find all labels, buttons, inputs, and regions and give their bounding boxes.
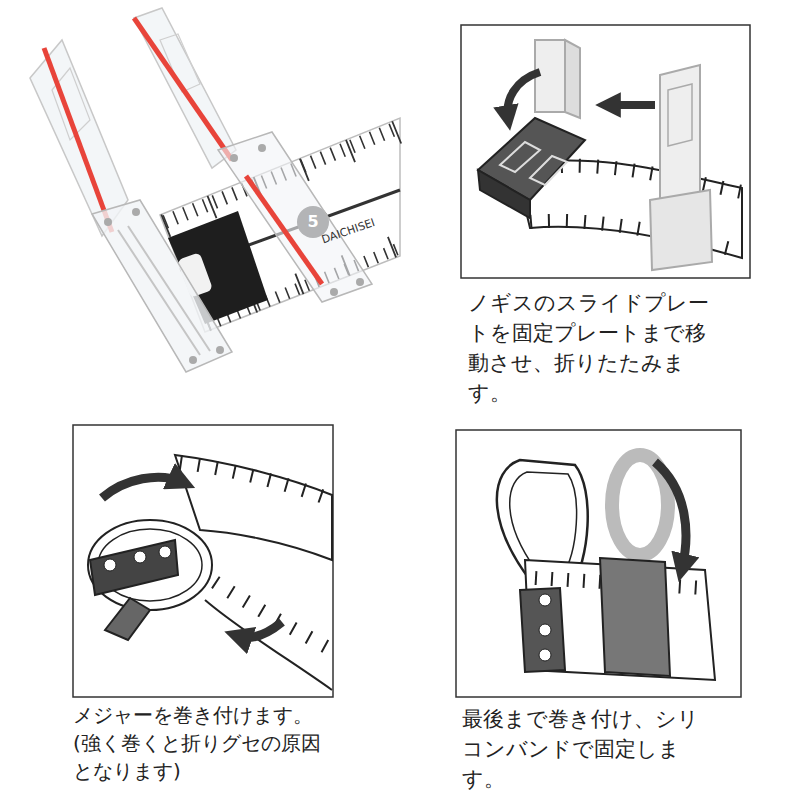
product-photo-part: [134, 18, 232, 160]
fold-step-panel-part: [478, 170, 530, 218]
product-photo-part: [216, 346, 224, 354]
band-step-panel-part: [539, 624, 551, 636]
band-step-panel-part: [539, 649, 551, 661]
product-photo-part: [230, 154, 238, 162]
wind-step-panel-part: [104, 559, 116, 571]
wind-step-panel-part: [134, 551, 146, 563]
band-step-panel-part: [655, 462, 686, 568]
product-photo-part: [189, 356, 197, 364]
fold-step-panel-part: [500, 142, 540, 172]
wind-step-panel-part: [205, 600, 332, 690]
product-photo-part: [30, 40, 128, 236]
wind-step-panel-part: [88, 520, 212, 610]
wind-step-panel-part: [102, 477, 182, 498]
product-photo-part: [132, 208, 140, 216]
step-note: (強く巻くと折りグセの原因となります): [73, 729, 327, 785]
fold-step-panel-part: [507, 72, 540, 118]
wind-step-panel-part: [90, 540, 178, 595]
step-caption: 最後まで巻き付け、シリコンバンドで固定します。: [462, 704, 720, 794]
fold-step-panel-part: [461, 25, 750, 278]
band-step-panel-part: [600, 558, 670, 676]
band-step-panel-part: [520, 588, 565, 672]
wind-step-panel-part: [215, 582, 332, 650]
wind-step-panel-part: [73, 425, 333, 697]
step-caption: ノギスのスライドプレートを固定プレートまで移動させ、折りたたみます。: [468, 288, 726, 408]
wind-step-panel-part: [180, 462, 332, 500]
product-photo-part: [134, 8, 236, 168]
product-photo: [30, 8, 400, 372]
band-step-panel-part: [456, 430, 741, 697]
product-photo-part: [330, 288, 338, 296]
fold-step-panel-part: [608, 101, 655, 109]
product-photo-part: [92, 200, 232, 372]
fold-step-panel-part: [530, 156, 567, 185]
product-photo-part: [356, 278, 364, 286]
fold-step-panel-part: [565, 40, 580, 118]
step-caption: メジャーを巻き付けます。: [73, 701, 335, 729]
callout-number: 5: [297, 211, 329, 233]
product-photo-part: [258, 144, 266, 152]
product-photo-part: [104, 218, 112, 226]
fold-step-panel: [461, 25, 750, 278]
wind-step-panel: [73, 425, 333, 697]
wind-step-panel-part: [238, 622, 282, 637]
product-photo-part: [44, 48, 112, 232]
band-step-panel-part: [539, 594, 551, 606]
product-photo-part: [118, 230, 200, 355]
fold-step-panel-part: [668, 84, 692, 146]
wind-step-panel-part: [159, 546, 171, 558]
product-photo-part: [128, 226, 210, 351]
band-step-panel: [456, 430, 741, 697]
fold-step-panel-part: [650, 190, 712, 270]
wind-step-panel-part: [105, 598, 150, 640]
product-photo-part: [218, 132, 372, 302]
